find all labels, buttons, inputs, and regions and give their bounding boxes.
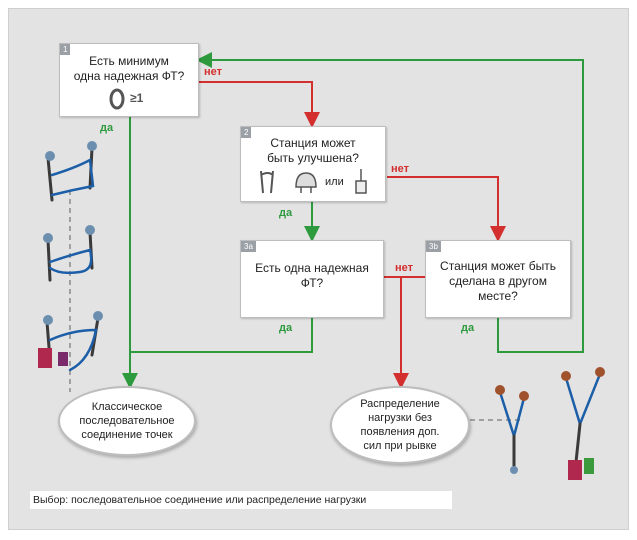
serial-anchor-illustration — [38, 141, 103, 372]
label-no-box-3a: нет — [395, 262, 414, 274]
label-yes-box-1: да — [100, 122, 114, 134]
outcome-serial-connection: Классическое последовательное соединение… — [58, 386, 196, 456]
helmet-icon — [295, 172, 317, 193]
outcome-serial-text: Классическое последовательное соединение… — [79, 401, 175, 441]
box-1-line-2: одна надежная ФТ? — [73, 69, 185, 83]
arrow-yes-3a — [130, 316, 313, 353]
outcome-distribution-text: Распределение нагрузки без появления доп… — [360, 398, 440, 452]
distribution-anchor-illustration — [495, 367, 605, 480]
label-yes-box-2: да — [279, 207, 293, 219]
minimum-one-badge: ≥1 — [130, 91, 144, 105]
step-number: 3b — [426, 241, 441, 252]
decision-box-2: 2 Станция может быть улучшена? или — [240, 126, 386, 202]
nut-icon — [355, 169, 367, 194]
label-no-box-1: нет — [204, 66, 223, 78]
diagram-caption: Выбор: последовательное соединение или р… — [30, 491, 452, 509]
arrow-no-2 — [387, 176, 506, 242]
decision-box-3b: 3b Станция может быть сделана в другом м… — [425, 240, 571, 318]
step-number: 1 — [60, 44, 71, 55]
or-label: или — [325, 176, 344, 188]
box-3b-line-1: Станция может быть — [440, 259, 556, 273]
box-3b-line-2: сделана в другом — [449, 274, 547, 288]
sling-icon — [260, 170, 274, 194]
box-2-line-2: быть улучшена? — [267, 151, 359, 165]
carabiner-icon — [109, 88, 125, 110]
box-1-line-1: Есть минимум — [89, 54, 169, 68]
box-2-line-1: Станция может — [270, 136, 356, 150]
decision-box-1: 1 Есть минимум одна надежная ФТ? ≥1 — [59, 43, 199, 117]
arrow-yes-3b — [196, 52, 584, 353]
label-yes-box-3b: да — [461, 322, 475, 334]
outcome-load-distribution: Распределение нагрузки без появления доп… — [330, 386, 470, 464]
decision-box-3a: 3a Есть одна надежная ФТ? — [240, 240, 384, 318]
label-no-box-2: нет — [391, 163, 410, 175]
box-3a-line-2: ФТ? — [300, 276, 324, 290]
box-3b-line-3: месте? — [478, 289, 518, 303]
label-yes-box-3a: да — [279, 322, 293, 334]
step-number: 3a — [241, 241, 256, 252]
arrow-no-1 — [198, 81, 320, 128]
step-number: 2 — [241, 127, 252, 138]
box-3a-line-1: Есть одна надежная — [255, 261, 369, 275]
